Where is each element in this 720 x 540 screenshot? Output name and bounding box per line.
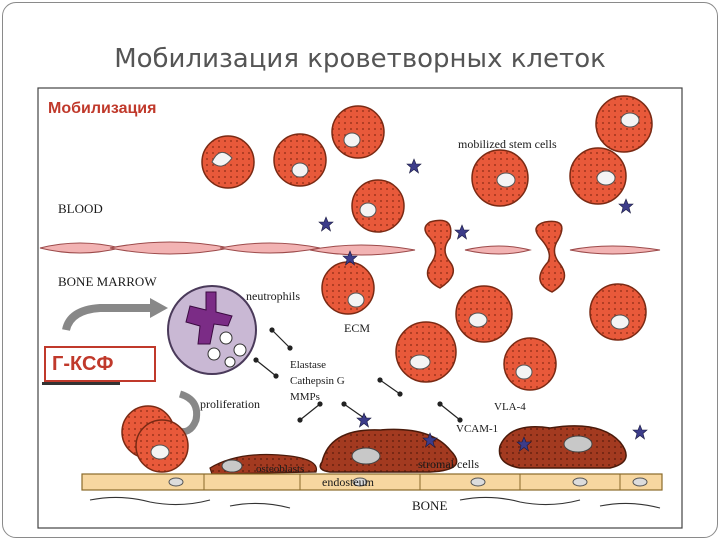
cytokine-star-icon	[319, 217, 333, 231]
bone-label: BONE	[412, 498, 447, 513]
mobilization-label: Мобилизация	[48, 100, 156, 118]
ecm-label: ECM	[344, 321, 370, 335]
bone-matrix	[90, 497, 660, 508]
stem-cell	[590, 284, 646, 340]
cytokine-star-icon	[455, 225, 469, 239]
vla4-label: VLA-4	[494, 401, 526, 413]
stem-cell	[456, 286, 512, 342]
slide-title: Мобилизация кроветворных клеток	[0, 44, 720, 74]
stem-cell	[472, 150, 528, 206]
neutrophils-label: neutrophils	[246, 289, 300, 303]
cytokine-star-icon	[619, 199, 633, 213]
transmigrating-cell	[425, 220, 453, 288]
transmigrating-cell	[536, 221, 565, 292]
endosteum-label: endosteum	[322, 475, 375, 489]
gcsf-underline	[42, 382, 120, 385]
stem-cell	[396, 322, 456, 382]
bone-marrow-label: BONE MARROW	[58, 274, 157, 289]
cathepsin-label: Cathepsin G	[290, 375, 345, 387]
gcsf-label: Г-КСФ	[52, 353, 113, 376]
cytokine-star-icon	[407, 159, 421, 173]
cytokine-star-icon	[633, 425, 647, 439]
vcam1-label: VCAM-1	[456, 423, 498, 435]
mobilization-diagram: BLOOD BONE MARROW	[36, 86, 686, 530]
stem-cell	[332, 106, 384, 158]
stem-cell	[274, 134, 326, 186]
elastase-label: Elastase	[290, 359, 326, 371]
neutrophil	[168, 286, 256, 374]
stromal-label: stromal cells	[418, 457, 479, 471]
arrow-gcsf	[66, 308, 150, 330]
stem-cell	[504, 338, 556, 390]
proliferation-label: proliferation	[200, 397, 260, 411]
stem-cell	[122, 406, 188, 472]
blood-label: BLOOD	[58, 201, 103, 216]
stem-cell	[596, 96, 652, 152]
stem-cell	[570, 148, 626, 204]
stem-cell	[352, 180, 404, 232]
mmps-label: MMPs	[290, 391, 320, 403]
stromal-cell	[499, 426, 626, 468]
stem-cell	[322, 262, 374, 314]
mobilized-label: mobilized stem cells	[458, 137, 557, 151]
osteoblasts-label: osteoblasts	[256, 463, 304, 475]
stem-cell	[202, 136, 254, 188]
gcsf-box: Г-КСФ	[44, 346, 156, 382]
